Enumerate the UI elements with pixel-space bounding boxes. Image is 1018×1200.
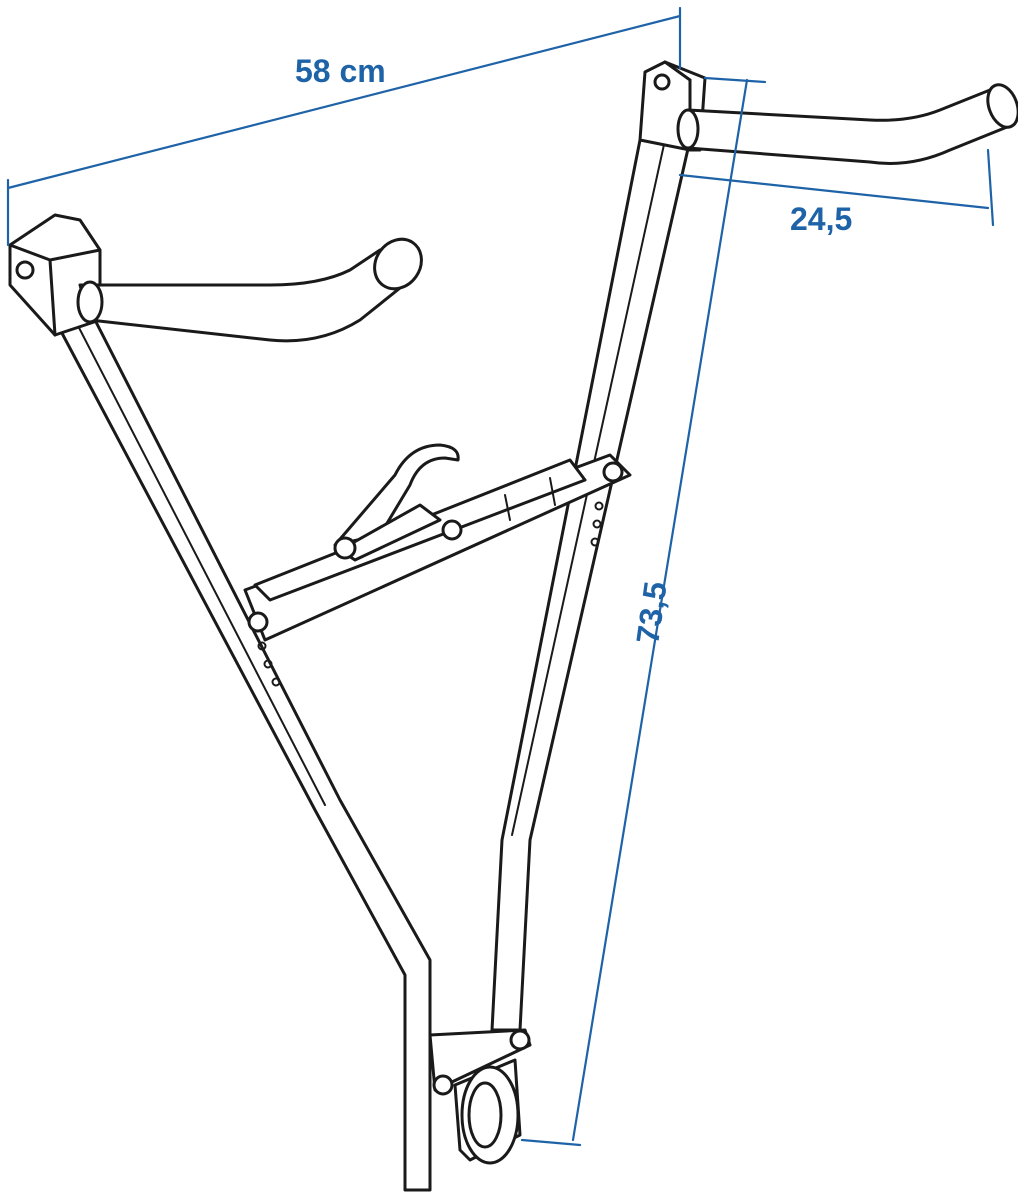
dimension-height-line [571,78,749,1142]
dimension-arm: 24,5 [678,148,995,237]
adjustment-holes [257,501,604,687]
dimension-arm-label: 24,5 [790,201,852,237]
dimension-width: 58 cm [6,6,682,247]
dimension-width-label: 58 cm [295,53,386,89]
bottom-coupling-clamp [428,1028,532,1165]
left-bike-arm [76,237,423,343]
dimension-height: 73,5 [520,76,767,1147]
dimension-width-line [6,14,682,190]
left-frame-leg [53,318,432,1192]
right-bike-arm [676,83,1018,165]
clamp-lever [333,443,460,562]
dimension-height-label: 73,5 [629,579,673,646]
